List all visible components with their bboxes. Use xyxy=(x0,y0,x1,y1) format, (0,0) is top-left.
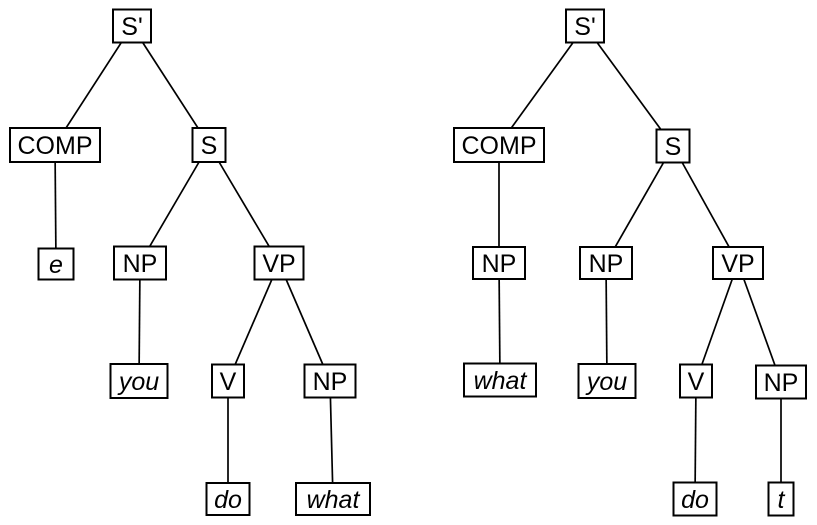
node-label-right-what: what xyxy=(474,367,528,395)
node-label-left-sbar: S' xyxy=(121,13,142,41)
node-box-left-sbar xyxy=(112,8,152,44)
node-box-left-v xyxy=(211,363,245,399)
node-box-left-what xyxy=(295,482,371,516)
edge-left-vp-np2 xyxy=(278,262,331,382)
node-label-left-what: what xyxy=(307,486,361,514)
edge-right-np_subj-you xyxy=(605,262,608,382)
node-label-left-do: do xyxy=(214,486,242,514)
node-box-left-you xyxy=(109,363,169,399)
node-box-left-np2 xyxy=(303,363,357,399)
edge-right-vp-np_obj xyxy=(737,262,782,383)
edge-left-sbar-s xyxy=(131,25,210,146)
node-box-left-s xyxy=(191,127,227,163)
node-label-right-s: S xyxy=(665,133,682,161)
node-label-right-you: you xyxy=(585,368,627,396)
node-label-right-np_subj: NP xyxy=(589,250,624,278)
node-label-left-np1: NP xyxy=(123,250,158,278)
node-box-right-sbar xyxy=(565,8,605,44)
node-label-right-comp: COMP xyxy=(462,132,537,160)
node-label-right-v: V xyxy=(688,368,705,396)
node-label-left-vp: VP xyxy=(262,250,295,278)
node-label-left-v: V xyxy=(220,368,237,396)
edge-right-vp-v xyxy=(695,262,739,382)
edge-right-s-np_subj xyxy=(605,145,674,264)
edge-left-np2-what xyxy=(329,380,334,500)
node-label-right-do: do xyxy=(681,486,709,514)
node-box-left-np1 xyxy=(113,245,167,281)
edge-left-vp-v xyxy=(227,262,280,382)
node-box-right-t xyxy=(767,481,795,517)
edge-left-sbar-comp xyxy=(54,25,133,146)
edge-left-s-np1 xyxy=(139,144,210,264)
node-box-left-e xyxy=(37,247,75,281)
edge-right-s-vp xyxy=(672,145,739,264)
node-box-right-v xyxy=(679,363,713,399)
node-box-right-np_comp xyxy=(472,246,526,280)
node-box-left-do xyxy=(205,482,251,516)
node-label-left-np2: NP xyxy=(313,368,348,396)
node-box-right-s xyxy=(655,128,691,164)
node-box-right-vp xyxy=(712,246,764,280)
node-box-right-what xyxy=(463,362,537,398)
edge-left-s-vp xyxy=(208,144,280,264)
node-box-right-comp xyxy=(453,127,545,163)
node-box-right-np_obj xyxy=(755,364,807,400)
node-box-left-vp xyxy=(253,245,305,281)
node-label-left-you: you xyxy=(117,368,159,396)
edge-right-sbar-s xyxy=(584,25,674,147)
node-label-left-comp: COMP xyxy=(18,132,93,160)
node-label-right-np_comp: NP xyxy=(482,250,517,278)
node-box-right-you xyxy=(577,363,637,399)
node-box-left-comp xyxy=(9,127,101,163)
node-label-right-sbar: S' xyxy=(574,13,595,41)
edge-right-sbar-comp xyxy=(498,25,586,146)
node-box-right-do xyxy=(672,481,718,517)
node-label-left-e: e xyxy=(49,251,63,279)
node-label-right-np_obj: NP xyxy=(764,369,799,397)
node-label-left-s: S xyxy=(201,132,218,160)
node-label-right-vp: VP xyxy=(721,250,754,278)
edge-right-np_comp-what xyxy=(498,262,501,381)
edge-left-np1-you xyxy=(138,262,141,382)
node-label-right-t: t xyxy=(778,486,786,514)
edge-left-comp-e xyxy=(54,144,57,265)
edge-right-v-do xyxy=(694,380,697,500)
node-box-right-np_subj xyxy=(579,246,633,280)
